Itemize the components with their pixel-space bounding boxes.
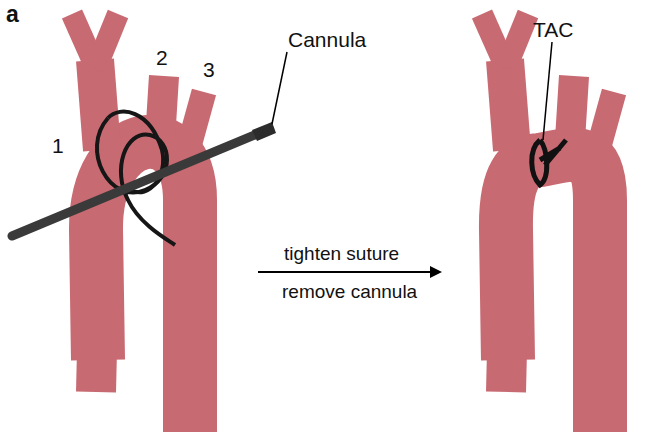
callout-number: 3 [203,58,215,81]
process-arrow [258,271,440,273]
aorta-left [72,14,204,432]
part-label: Cannula [288,28,366,51]
suture [97,112,175,245]
panel-letter: a [6,2,19,27]
tac-knot [532,140,566,185]
step-note: remove cannula [282,282,417,303]
cannula [12,122,276,236]
part-label: TAC [533,18,573,41]
leader-line [543,42,552,140]
callout-number: 1 [52,134,64,157]
callout-number: 2 [156,46,168,69]
aorta-right [482,14,614,432]
leader-line [272,52,287,124]
step-note: tighten suture [284,244,399,265]
